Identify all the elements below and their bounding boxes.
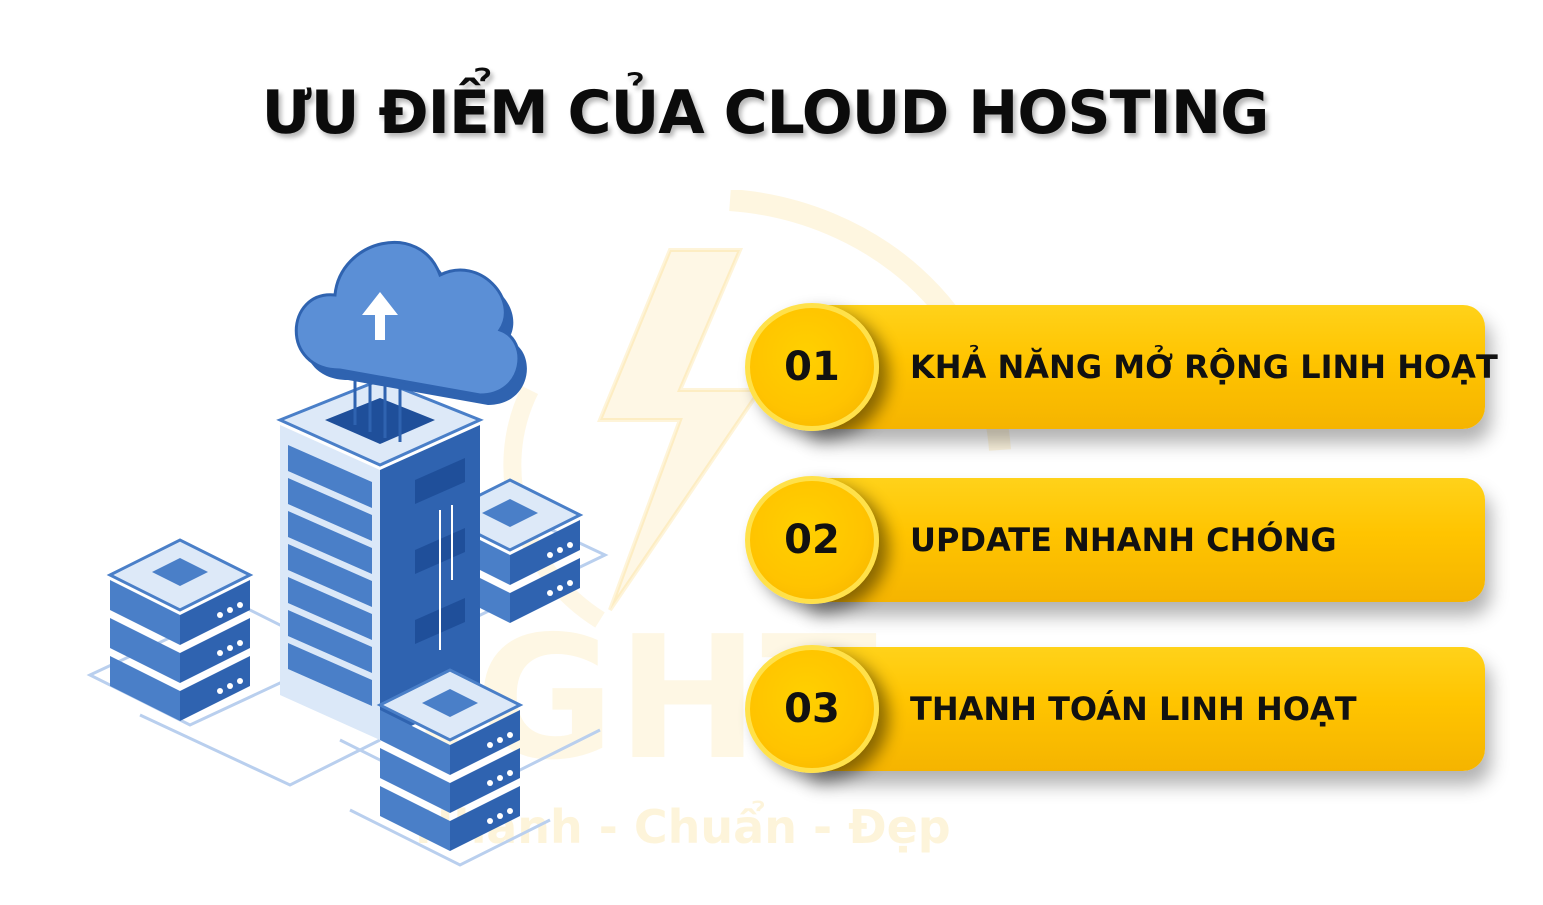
advantage-number-badge: 01 (745, 303, 879, 431)
advantage-label: KHẢ NĂNG MỞ RỘNG LINH HOẠT (910, 348, 1498, 386)
cloud-server-illustration (86, 240, 609, 867)
advantage-number-badge: 02 (745, 476, 879, 604)
advantage-bar (805, 647, 1485, 771)
advantage-item-1: 01 KHẢ NĂNG MỞ RỘNG LINH HOẠT (745, 303, 1498, 433)
advantage-label: UPDATE NHANH CHÓNG (910, 521, 1337, 559)
advantage-number: 03 (784, 686, 840, 732)
advantage-number-badge: 03 (745, 645, 879, 773)
advantage-number: 01 (784, 344, 840, 390)
main-server-tower (276, 378, 484, 740)
front-server-icon (376, 668, 524, 851)
left-server-icon (106, 538, 254, 721)
advantage-number: 02 (784, 517, 840, 563)
advantage-item-2: 02 UPDATE NHANH CHÓNG (745, 476, 1490, 606)
advantage-item-3: 03 THANH TOÁN LINH HOẠT (745, 645, 1490, 775)
advantage-bar (805, 478, 1485, 602)
cloud-upload-icon (294, 240, 527, 405)
advantage-label: THANH TOÁN LINH HOẠT (910, 690, 1357, 728)
advantage-bar (805, 305, 1485, 429)
page-title: ƯU ĐIỂM CỦA CLOUD HOSTING (261, 78, 1270, 148)
